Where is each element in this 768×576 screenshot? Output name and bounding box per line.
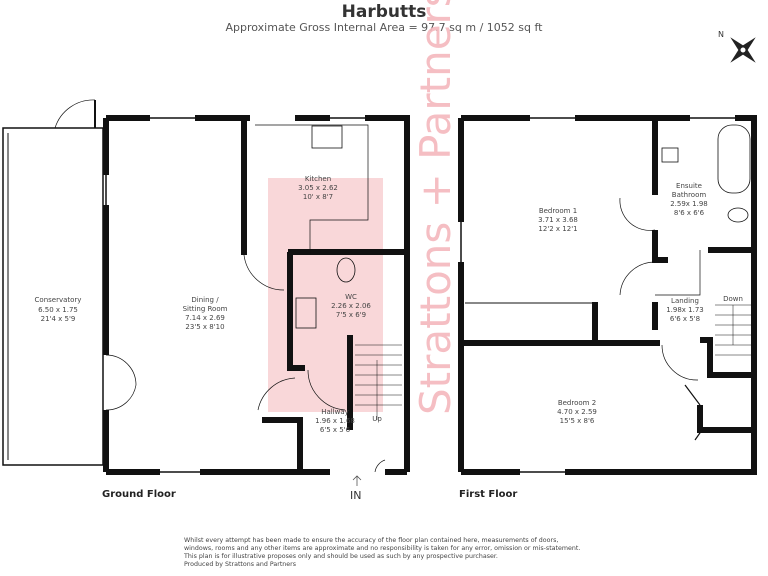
svg-text:1.98x 1.73: 1.98x 1.73	[666, 306, 704, 314]
compass-north-label: N	[718, 30, 724, 39]
svg-text:7.14 x 2.69: 7.14 x 2.69	[185, 314, 225, 322]
svg-text:Bedroom 2: Bedroom 2	[558, 399, 596, 407]
first-stairs	[715, 304, 752, 356]
room-label-bedroom-2: Bedroom 2 4.70 x 2.59 15'5 x 8'6	[557, 399, 597, 425]
svg-text:Dining /: Dining /	[191, 296, 219, 304]
entrance-arrow-icon	[352, 475, 362, 486]
watermark-logo-block	[268, 178, 383, 412]
svg-text:Bedroom 1: Bedroom 1	[539, 207, 577, 215]
svg-text:6'5 x 5'6: 6'5 x 5'6	[320, 426, 351, 434]
gross-area: Approximate Gross Internal Area = 97.7 s…	[225, 21, 543, 34]
room-label-conservatory: Conservatory 6.50 x 1.75 21'4 x 5'9	[35, 296, 82, 323]
disclaimer-line: Whilst every attempt has been made to en…	[184, 537, 559, 544]
svg-text:7'5 x 6'9: 7'5 x 6'9	[336, 311, 366, 319]
disclaimer-line: This plan is for illustrative proposes o…	[184, 553, 498, 560]
svg-text:6'6 x 5'8: 6'6 x 5'8	[670, 315, 700, 323]
bath-icon	[717, 124, 751, 194]
svg-text:1.96 x 1.68: 1.96 x 1.68	[315, 417, 355, 425]
basin-icon	[295, 297, 317, 329]
svg-text:12'2 x 12'1: 12'2 x 12'1	[538, 225, 577, 233]
room-label-wc: WC 2.26 x 2.06 7'5 x 6'9	[331, 293, 371, 319]
ground-floor-plan	[2, 99, 410, 475]
disclaimer-line: windows, rooms and any other items are a…	[184, 545, 581, 552]
svg-text:Conservatory: Conservatory	[35, 296, 82, 304]
disclaimer: Whilst every attempt has been made to en…	[184, 537, 604, 569]
disclaimer-line: Produced by Strattons and Partners	[184, 561, 297, 568]
stairs-down-label: Down	[723, 295, 743, 303]
compass-rose-icon: N	[718, 30, 756, 63]
svg-text:3.05 x 2.62: 3.05 x 2.62	[298, 184, 338, 192]
room-label-dining-sitting: Dining / Sitting Room 7.14 x 2.69 23'5 x…	[183, 296, 228, 331]
toilet-icon	[336, 257, 356, 283]
svg-text:Ensuite: Ensuite	[676, 182, 702, 190]
svg-text:WC: WC	[345, 293, 357, 301]
svg-text:10' x 8'7: 10' x 8'7	[303, 193, 333, 201]
svg-text:Landing: Landing	[671, 297, 699, 305]
svg-text:2.26 x 2.06: 2.26 x 2.06	[331, 302, 371, 310]
room-label-ensuite: Ensuite Bathroom 2.59x 1.98 8'6 x 6'6	[670, 182, 708, 217]
svg-text:23'5 x 8'10: 23'5 x 8'10	[185, 323, 224, 331]
room-label-kitchen: Kitchen 3.05 x 2.62 10' x 8'7	[298, 175, 338, 201]
first-floor-plan	[458, 115, 757, 475]
svg-text:3.71 x 3.68: 3.71 x 3.68	[538, 216, 578, 224]
svg-text:2.59x 1.98: 2.59x 1.98	[670, 200, 708, 208]
ground-stairs	[355, 344, 402, 420]
svg-text:21'4 x 5'9: 21'4 x 5'9	[41, 315, 76, 323]
basin-icon	[661, 147, 679, 163]
watermark: Strattons + Partners	[268, 0, 460, 415]
svg-text:Hallway: Hallway	[321, 408, 349, 416]
room-label-hallway: Hallway 1.96 x 1.68 6'5 x 5'6	[315, 408, 355, 434]
first-floor-label: First Floor	[459, 489, 518, 500]
svg-text:Bathroom: Bathroom	[672, 191, 707, 199]
watermark-text: Strattons + Partners	[411, 0, 460, 415]
toilet-icon	[727, 207, 749, 223]
svg-text:4.70 x 2.59: 4.70 x 2.59	[557, 408, 597, 416]
svg-text:8'6 x 6'6: 8'6 x 6'6	[674, 209, 705, 217]
stairs-up-label: Up	[372, 415, 382, 423]
room-label-landing: Landing 1.98x 1.73 6'6 x 5'8	[666, 297, 704, 323]
room-labels: Conservatory 6.50 x 1.75 21'4 x 5'9 Dini…	[35, 175, 743, 434]
front-door-swing	[374, 459, 386, 473]
ground-floor-label: Ground Floor	[102, 489, 176, 500]
svg-text:6.50 x 1.75: 6.50 x 1.75	[38, 306, 78, 314]
svg-text:15'5 x 8'6: 15'5 x 8'6	[560, 417, 595, 425]
svg-text:Sitting Room: Sitting Room	[183, 305, 228, 313]
sink-icon	[311, 125, 343, 149]
kitchen-counter	[255, 124, 369, 255]
conservatory-door-swing	[54, 99, 96, 129]
entrance-label: IN	[350, 489, 362, 502]
french-door-swing	[105, 354, 137, 411]
svg-text:Kitchen: Kitchen	[305, 175, 331, 183]
property-title: Harbutts	[341, 2, 427, 22]
room-label-bedroom-1: Bedroom 1 3.71 x 3.68 12'2 x 12'1	[538, 207, 578, 233]
